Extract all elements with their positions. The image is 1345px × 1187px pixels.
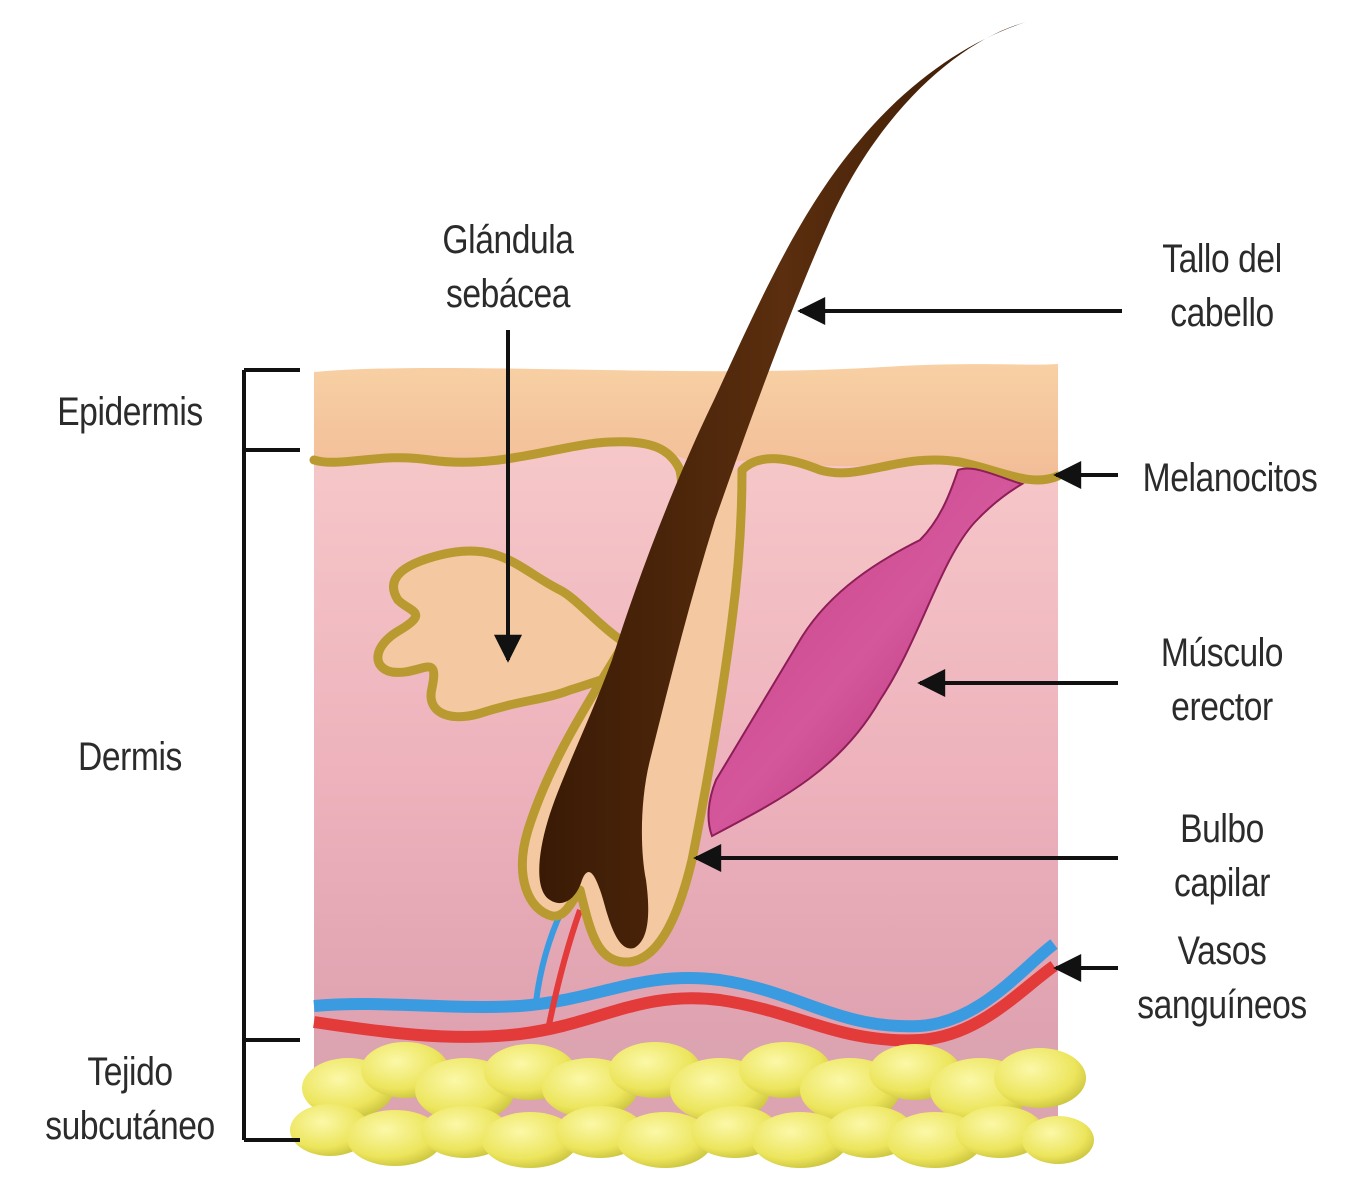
label-glandula-sebacea: Glándula sebácea (416, 213, 601, 321)
label-melanocitos: Melanocitos (1129, 451, 1331, 505)
layer-bracket (244, 370, 300, 1140)
label-tallo-del-cabello: Tallo del cabello (1130, 232, 1315, 340)
label-dermis: Dermis (38, 730, 223, 784)
label-musculo-erector: Músculo erector (1130, 626, 1315, 734)
label-tejido-subcutaneo: Tejido subcutáneo (29, 1045, 231, 1153)
label-vasos-sanguineos: Vasos sanguíneos (1130, 924, 1315, 1032)
label-bulbo-capilar: Bulbo capilar (1130, 802, 1315, 910)
label-epidermis: Epidermis (38, 385, 223, 439)
